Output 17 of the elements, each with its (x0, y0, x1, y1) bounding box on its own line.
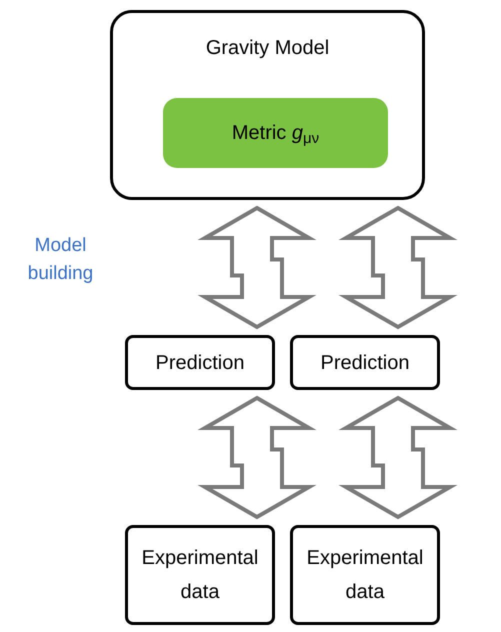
double-arrow (198, 396, 316, 520)
model-box (110, 10, 425, 200)
node-text: Metric g$_{μν}$ (230, 121, 320, 149)
process-box (290, 335, 440, 390)
double-arrow (338, 396, 458, 520)
node-text: Experimental data (140, 546, 260, 605)
node-text: Prediction (320, 350, 410, 376)
double-arrow (338, 206, 458, 330)
side-label: Model building (26, 234, 94, 286)
metric-box (163, 98, 388, 168)
node-text: Gravity Model (204, 36, 330, 61)
process-box (125, 335, 275, 390)
process-box (125, 525, 275, 625)
process-box (290, 525, 440, 625)
node-text: Experimental data (306, 546, 424, 605)
double-arrow (198, 206, 316, 330)
node-text: Prediction (154, 350, 246, 376)
